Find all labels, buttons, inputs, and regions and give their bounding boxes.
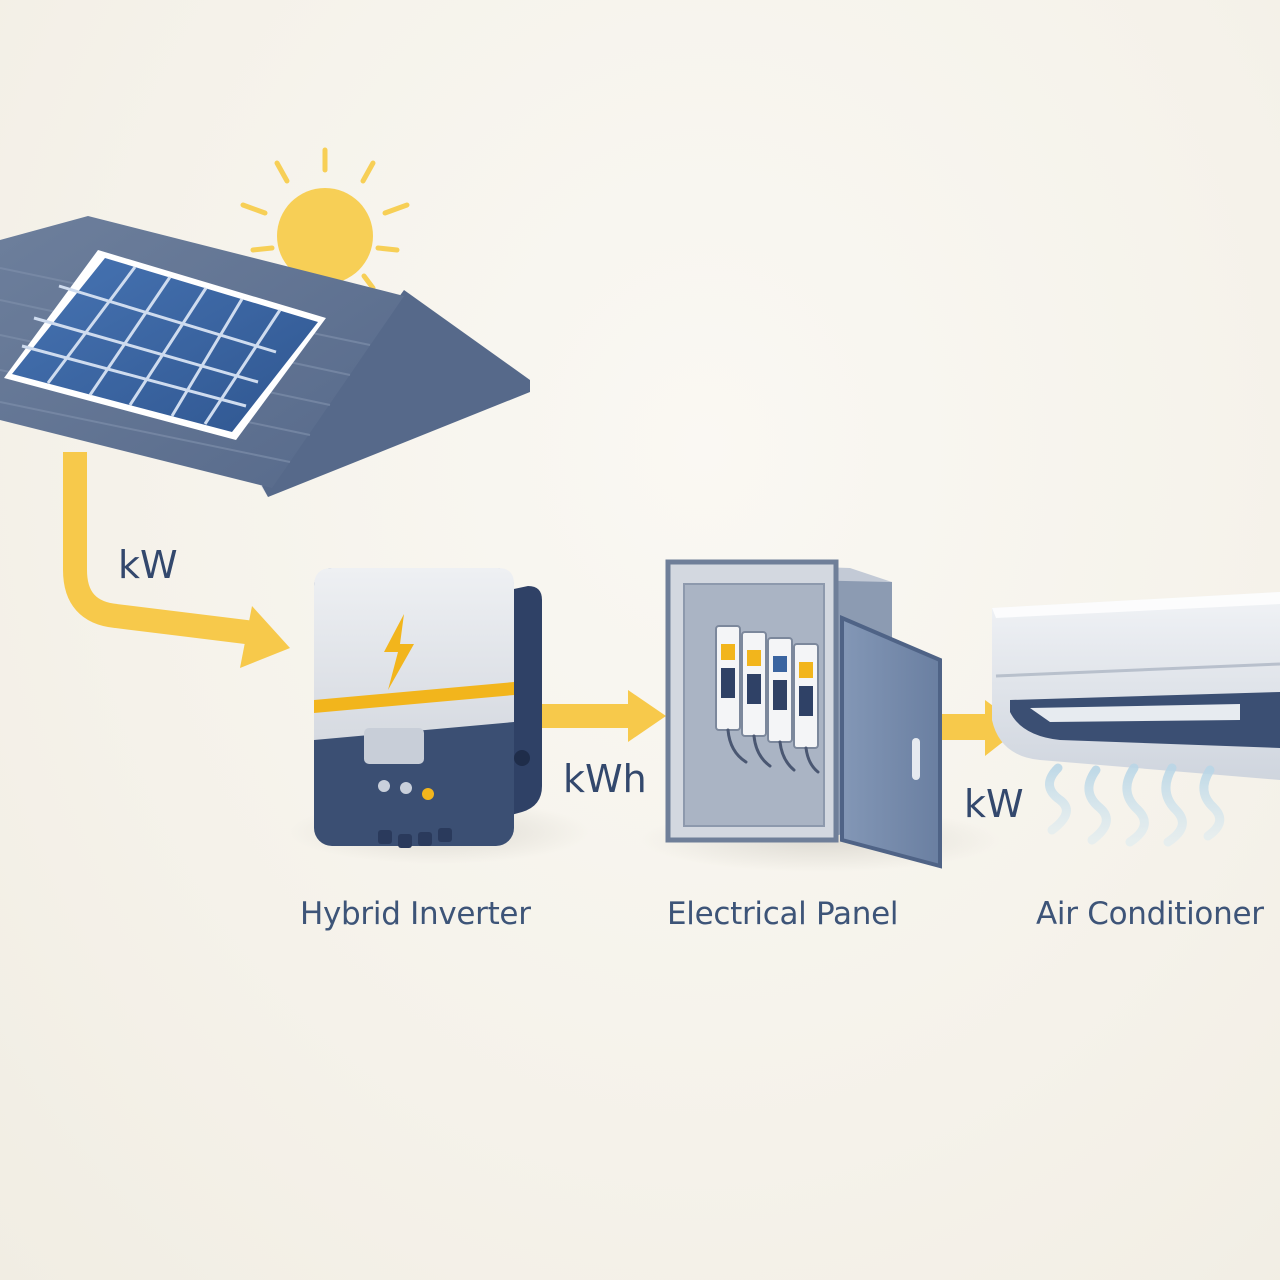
roof-solar-array — [0, 216, 530, 497]
flow-label-inverter-panel: kWh — [563, 757, 647, 801]
flow-label-solar-inverter: kW — [118, 543, 178, 587]
device-label-panel: Electrical Panel — [667, 896, 898, 932]
solar-panel-icon — [4, 250, 326, 440]
flow-arrow-solar-inverter — [63, 452, 290, 668]
lightning-bolt-icon — [384, 614, 414, 690]
device-label-ac: Air Conditioner — [1036, 896, 1264, 932]
flow-label-panel-ac: kW — [964, 782, 1024, 826]
flow-arrow-inverter-panel — [540, 690, 666, 742]
sun-icon — [240, 147, 410, 291]
hybrid-inverter-device — [290, 568, 590, 864]
electrical-panel-device — [640, 559, 1000, 872]
device-label-inverter: Hybrid Inverter — [300, 896, 531, 932]
circuit-breaker-icon — [715, 625, 820, 774]
airflow-icon — [1045, 763, 1225, 847]
air-conditioner-device — [992, 592, 1280, 847]
